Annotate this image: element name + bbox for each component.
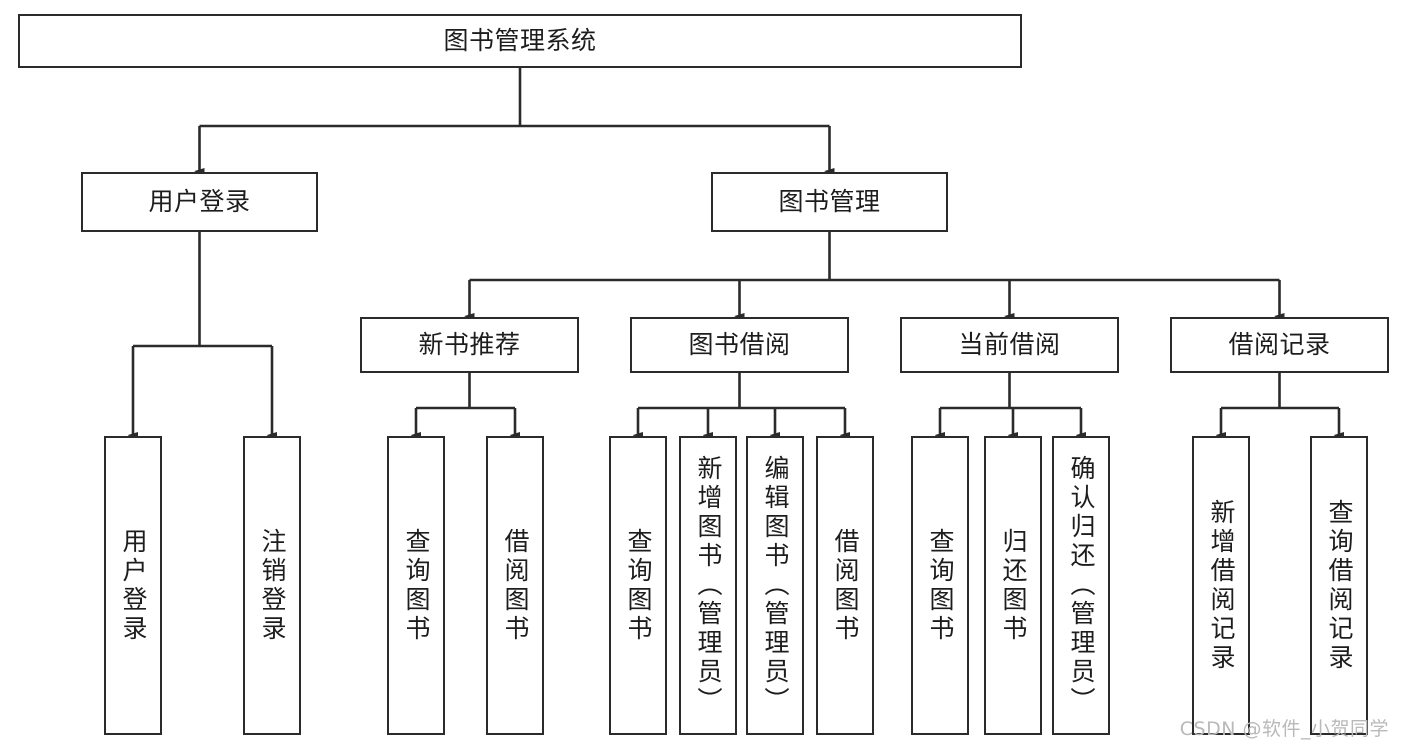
leaf-query-book-current[interactable]: 查询图书 [911,436,969,735]
leaf-borrow-book-recommend-label: 借阅图书 [501,527,530,644]
leaf-return-book-label: 归还图书 [999,527,1028,644]
node-new-book-recommend[interactable]: 新书推荐 [360,317,579,373]
leaf-edit-book[interactable]: 编辑图书（管理员） [746,436,804,735]
node-user-login[interactable]: 用户登录 [81,172,318,232]
leaf-query-book-recommend[interactable]: 查询图书 [387,436,445,735]
node-new-book-recommend-label: 新书推荐 [418,330,521,360]
leaf-query-borrow-record[interactable]: 查询借阅记录 [1310,436,1368,735]
leaf-add-borrow-record[interactable]: 新增借阅记录 [1192,436,1250,735]
leaf-add-book[interactable]: 新增图书（管理员） [679,436,737,735]
leaf-borrow-book[interactable]: 借阅图书 [816,436,874,735]
leaf-confirm-return[interactable]: 确认归还（管理员） [1052,436,1110,735]
node-borrow-record[interactable]: 借阅记录 [1170,317,1389,373]
node-user-login-label: 用户登录 [148,187,251,217]
node-book-borrow-label: 图书借阅 [688,330,791,360]
node-current-borrow[interactable]: 当前借阅 [900,317,1119,373]
leaf-query-book-borrow-label: 查询图书 [624,527,653,644]
watermark: CSDN @软件_小贺同学 [1179,718,1389,740]
leaf-logout-label: 注销登录 [258,527,287,644]
leaf-query-borrow-record-label: 查询借阅记录 [1325,498,1354,673]
node-current-borrow-label: 当前借阅 [958,330,1061,360]
node-borrow-record-label: 借阅记录 [1228,330,1331,360]
leaf-query-book-current-label: 查询图书 [926,527,955,644]
leaf-add-book-label: 新增图书（管理员） [694,455,723,716]
leaf-return-book[interactable]: 归还图书 [984,436,1042,735]
node-book-manage[interactable]: 图书管理 [711,172,948,232]
leaf-edit-book-label: 编辑图书（管理员） [761,455,790,716]
leaf-borrow-book-label: 借阅图书 [831,527,860,644]
leaf-logout[interactable]: 注销登录 [243,436,301,735]
leaf-user-login[interactable]: 用户登录 [104,436,162,735]
leaf-query-book-recommend-label: 查询图书 [402,527,431,644]
node-book-manage-label: 图书管理 [778,187,881,217]
leaf-add-borrow-record-label: 新增借阅记录 [1207,498,1236,673]
leaf-confirm-return-label: 确认归还（管理员） [1067,455,1096,716]
leaf-borrow-book-recommend[interactable]: 借阅图书 [486,436,544,735]
node-root[interactable]: 图书管理系统 [18,14,1022,68]
leaf-query-book-borrow[interactable]: 查询图书 [609,436,667,735]
leaf-user-login-label: 用户登录 [119,527,148,644]
node-root-label: 图书管理系统 [443,26,597,56]
node-book-borrow[interactable]: 图书借阅 [630,317,849,373]
